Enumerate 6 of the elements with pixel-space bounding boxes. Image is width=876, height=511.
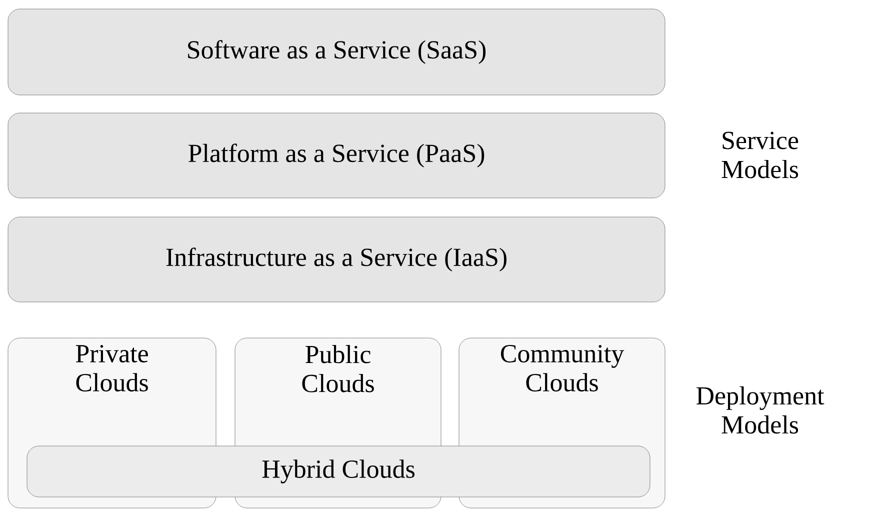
side-label: Deployment Models bbox=[696, 386, 824, 434]
service-model-box: Infrastructure as a Service (IaaS) bbox=[8, 216, 666, 302]
hybrid-cloud-box: Hybrid Clouds bbox=[26, 446, 650, 498]
side-label: Service Models bbox=[722, 132, 798, 178]
service-model-box: Software as a Service (SaaS) bbox=[8, 8, 666, 96]
service-model-box: Platform as a Service (PaaS) bbox=[8, 112, 666, 198]
